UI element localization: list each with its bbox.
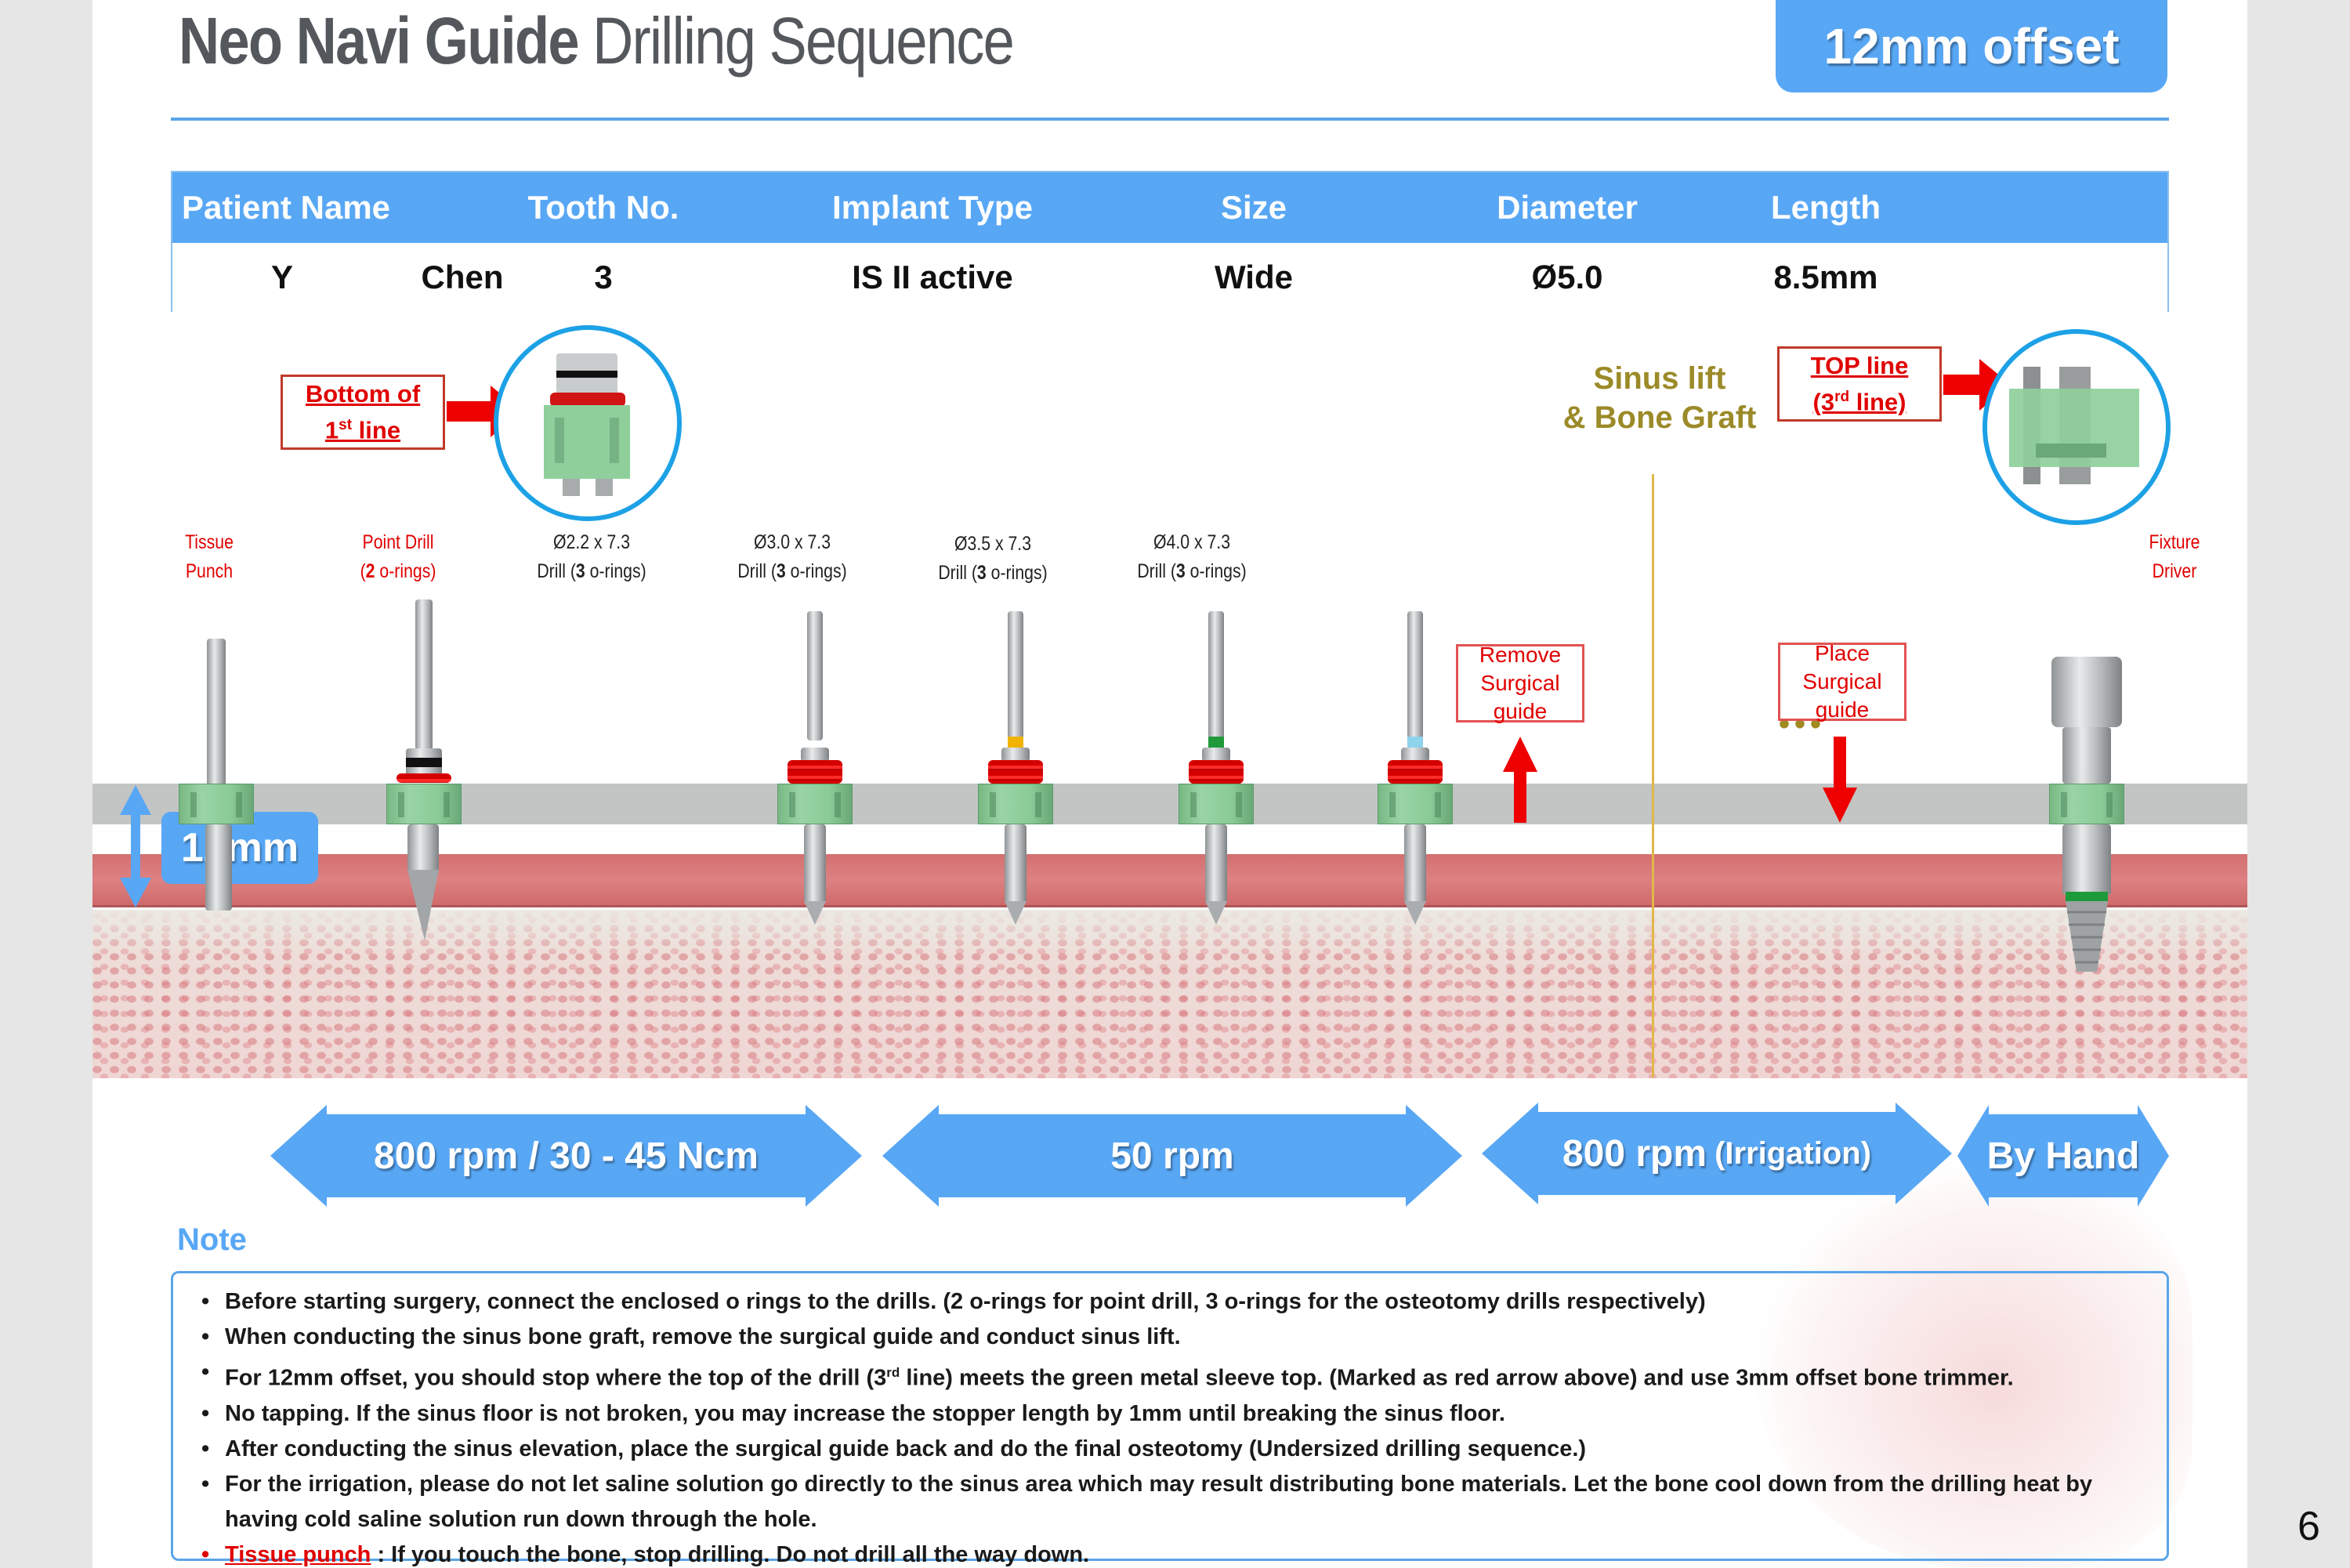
offset-badge: 12mm offset <box>1776 0 2167 92</box>
double-arrow-vertical-icon <box>120 785 151 907</box>
col-size: Size <box>1220 189 1287 226</box>
length-value: 8.5mm <box>1773 259 1878 295</box>
callout-line1: TOP line <box>1810 351 1909 379</box>
sleeve-closeup-icon <box>2009 367 2139 484</box>
tool-label-point-drill: Point Drill (2 o-rings) <box>360 531 436 582</box>
tool-label-drill-2-2: Ø2.2 x 7.3 Drill (3 o-rings) <box>537 531 646 582</box>
col-length: Length <box>1771 189 1881 226</box>
page-title: Neo Navi Guide Drilling Sequence <box>179 3 1015 79</box>
implant-thread-icon <box>2066 901 2108 972</box>
arrow-down-icon <box>1823 737 1857 823</box>
arrow-up-icon <box>1503 737 1537 823</box>
note-item: After conducting the sinus elevation, pl… <box>197 1432 2143 1467</box>
osteotomy-drill <box>1376 611 1454 948</box>
header-divider <box>171 118 2169 121</box>
title-bold: Neo Navi Guide <box>179 4 580 78</box>
tissue-punch-link[interactable]: Tissue punch <box>225 1541 371 1567</box>
patient-initial: Y <box>270 259 293 295</box>
tool-label-drill-4-0: Ø4.0 x 7.3 Drill (3 o-rings) <box>1137 531 1247 582</box>
osteotomy-drill <box>1177 611 1255 948</box>
speed-arrow-3: 800 rpm(Irrigation) <box>1482 1103 1952 1204</box>
red-arrow-right-icon <box>1943 359 2011 411</box>
note-item: When conducting the sinus bone graft, re… <box>197 1320 2143 1355</box>
double-arrow-horizontal-icon <box>1482 1103 1952 1204</box>
tool-label-drill-3-5: Ø3.5 x 7.3 Drill (3 o-rings) <box>938 533 1048 584</box>
speed-arrow-4: By Hand <box>1957 1105 2169 1207</box>
tool-label-drill-3-0: Ø3.0 x 7.3 Drill (3 o-rings) <box>737 531 847 582</box>
speed-arrow-2: 50 rpm <box>882 1105 1462 1207</box>
note-title: Note <box>177 1222 247 1257</box>
fixture-driver-zoom-circle <box>1982 329 2171 525</box>
note-item: For 12mm offset, you should stop where t… <box>197 1355 2143 1396</box>
page: Neo Navi Guide Drilling Sequence 12mm of… <box>92 0 2247 1568</box>
sleeve-closeup-icon <box>544 353 630 496</box>
speed-arrow-1: 800 rpm / 30 - 45 Ncm <box>270 1105 862 1207</box>
note-item: Tissue punch : If you touch the bone, st… <box>197 1537 2143 1568</box>
notes-box: Before starting surgery, connect the enc… <box>171 1271 2169 1568</box>
title-light: Drilling Sequence <box>592 4 1015 78</box>
table-row: Y Chen 3 IS II active Wide Ø5.0 8.5mm <box>172 243 2167 312</box>
implant-type-value: IS II active <box>852 259 1013 295</box>
sinus-lift-label: Sinus lift & Bone Graft <box>1562 361 1757 435</box>
note-item: No tapping. If the sinus floor is not br… <box>197 1396 2143 1432</box>
top-line-callout: TOP line (3rd line) <box>1777 346 1942 422</box>
callout-line1: Bottom of <box>305 379 421 407</box>
double-arrow-horizontal-icon <box>1957 1105 2169 1207</box>
page-number: 6 <box>2297 1504 2320 1549</box>
double-arrow-horizontal-icon <box>882 1105 1462 1207</box>
diameter-value: Ø5.0 <box>1531 259 1603 295</box>
osteotomy-drill <box>776 611 854 948</box>
drill-tip-icon <box>407 870 439 940</box>
tissue-punch-instrument <box>179 639 257 913</box>
fixture-driver-instrument <box>2044 657 2130 978</box>
osteotomy-drill <box>976 611 1055 948</box>
point-drill-zoom-circle <box>494 325 682 521</box>
patient-surname: Chen <box>421 259 504 295</box>
cortical-bone-layer <box>92 910 2247 957</box>
col-patient-name: Patient Name <box>181 189 391 226</box>
red-arrow-right-icon <box>447 386 522 437</box>
note-item: For the irrigation, please do not let sa… <box>197 1467 2143 1537</box>
col-tooth-no: Tooth No. <box>527 189 679 226</box>
sinus-section-divider <box>1652 474 1654 1077</box>
callout-line2: 1st line <box>324 416 401 444</box>
size-value: Wide <box>1215 259 1293 295</box>
note-item: Before starting surgery, connect the enc… <box>197 1284 2143 1320</box>
patient-info-table: Patient Name Tooth No. Implant Type Size… <box>171 171 2169 312</box>
callout-line2: (3rd line) <box>1812 388 1906 416</box>
col-implant-type: Implant Type <box>832 189 1033 226</box>
table-header-row: Patient Name Tooth No. Implant Type Size… <box>172 172 2167 243</box>
gingiva-layer <box>92 854 2247 907</box>
col-diameter: Diameter <box>1497 189 1638 226</box>
bottom-of-first-line-callout: Bottom of 1st line <box>281 375 445 450</box>
point-drill-instrument <box>384 599 462 940</box>
tooth-no-value: 3 <box>594 259 613 295</box>
double-arrow-horizontal-icon <box>270 1105 862 1207</box>
